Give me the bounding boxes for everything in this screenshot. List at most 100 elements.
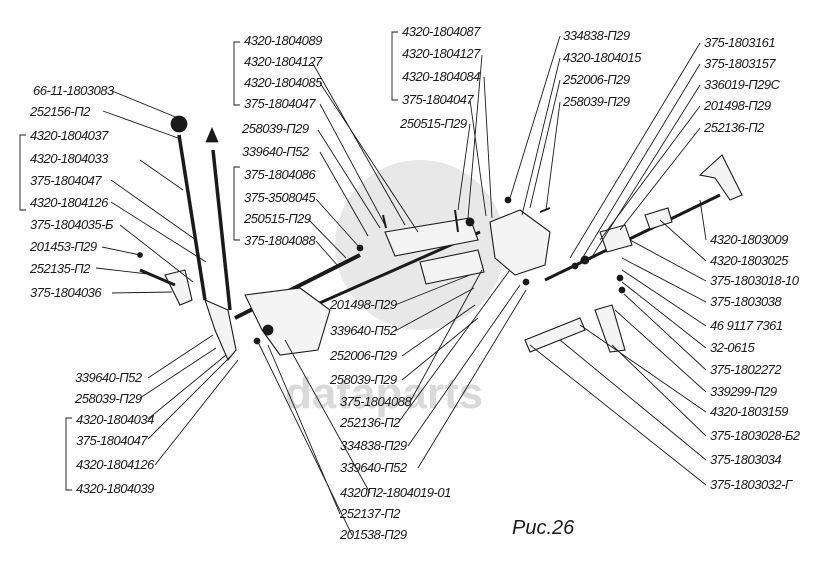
leader-l52	[699, 199, 707, 241]
leader-l09	[95, 267, 149, 275]
ring-2	[571, 262, 579, 270]
label-l10: 375-1804036	[30, 285, 102, 300]
label-l31: 250515-П29	[399, 116, 467, 131]
label-l57: 32-0615	[710, 340, 755, 355]
leader-l07	[119, 224, 194, 283]
label-l27: 4320-1804087	[402, 24, 481, 39]
label-l08: 201453-П29	[29, 239, 97, 254]
leader-l26	[315, 240, 339, 267]
leader-l24	[315, 198, 361, 249]
label-l35: 258039-П29	[562, 94, 630, 109]
label-l53: 4320-1803025	[710, 253, 789, 268]
label-l56: 46 9117 7361	[710, 318, 783, 333]
label-l61: 375-1803028-Б2	[710, 428, 801, 443]
bracket-bushing	[262, 324, 274, 336]
leader-l51	[619, 127, 701, 231]
lower-rod	[524, 317, 586, 353]
leader-l31	[457, 123, 471, 211]
label-l26: 375-1804088	[244, 233, 316, 248]
parts	[137, 115, 743, 362]
label-l24: 375-3508045	[244, 190, 316, 205]
pin-upper	[382, 214, 387, 229]
label-l32: 334838-П29	[563, 28, 630, 43]
shift-rod-4-body	[419, 249, 485, 285]
label-l62: 375-1803034	[710, 452, 781, 467]
ball	[618, 286, 626, 294]
leader-l04	[139, 159, 184, 191]
label-l42: 334838-П29	[340, 438, 407, 453]
label-l30: 375-1804047	[402, 92, 474, 107]
label-l19: 4320-1804085	[244, 75, 323, 90]
label-l38: 252006-П29	[329, 348, 397, 363]
leader-l06	[110, 201, 207, 263]
label-l47: 375-1803161	[704, 35, 775, 50]
housing-bolt	[465, 217, 475, 227]
lever-rod-left	[177, 134, 207, 301]
label-l43: 339640-П52	[340, 460, 408, 475]
label-l03: 4320-1804037	[30, 128, 109, 143]
label-l49: 336019-П29С	[704, 77, 781, 92]
pin-upper-2	[454, 209, 459, 233]
bracket-mid-left-2	[233, 166, 240, 241]
leader-l59	[614, 309, 707, 393]
label-l36: 201498-П29	[329, 297, 397, 312]
leader-l56	[621, 269, 707, 327]
leader-l14	[147, 354, 233, 440]
leader-l48	[579, 63, 701, 263]
label-l34: 252006-П29	[562, 72, 630, 87]
label-l07: 375-1804035-Б	[30, 217, 114, 232]
leader-l50	[599, 105, 701, 241]
leader-l43	[417, 289, 527, 469]
lever-bracket	[164, 269, 193, 306]
label-l22: 339640-П52	[242, 144, 310, 159]
label-l63: 375-1803032-Г	[710, 477, 793, 492]
shaft-collar	[599, 224, 633, 253]
upper-housing	[489, 209, 551, 276]
leader-l40	[409, 269, 483, 403]
leader-lines	[19, 31, 707, 536]
label-l02: 252156-П2	[29, 104, 91, 119]
leader-l62	[559, 339, 707, 461]
label-l25: 250515-П29	[243, 211, 311, 226]
leader-l41	[397, 269, 511, 424]
shift-rod-3-body	[384, 217, 479, 257]
leader-l30	[469, 99, 487, 217]
leader-l47	[569, 42, 701, 259]
leader-l19	[319, 82, 419, 233]
leader-l10	[111, 291, 173, 294]
leader-l25	[307, 218, 347, 259]
leader-l53	[659, 219, 707, 262]
label-l29: 4320-1804084	[402, 69, 480, 84]
label-l20: 375-1804047	[244, 96, 316, 111]
label-l60: 4320-1803159	[710, 404, 788, 419]
leader-l20	[319, 103, 386, 226]
leader-l15	[154, 359, 239, 466]
label-l46: 201538-П29	[339, 527, 407, 542]
leader-l39	[401, 317, 479, 381]
label-l05: 375-1804047	[30, 173, 102, 188]
leader-l49	[589, 84, 701, 261]
label-l15: 4320-1804126	[76, 457, 155, 472]
leader-l32	[509, 35, 561, 199]
label-l40: 375-1804088	[340, 394, 412, 409]
bracket-bolt	[253, 337, 261, 345]
leader-l35	[545, 101, 561, 211]
label-l11: 339640-П52	[75, 370, 143, 385]
label-l58: 375-1802272	[710, 362, 782, 377]
pin-left	[139, 268, 176, 287]
leader-l58	[623, 293, 707, 371]
label-l09: 252135-П2	[29, 261, 91, 276]
leader-l37	[394, 287, 475, 332]
label-l52: 4320-1803009	[710, 232, 788, 247]
label-l14: 375-1804047	[76, 433, 148, 448]
label-l06: 4320-1804126	[30, 195, 109, 210]
label-l51: 252136-П2	[703, 120, 765, 135]
label-l23: 375-1804086	[244, 167, 316, 182]
leader-l54	[629, 239, 707, 282]
leader-l44	[284, 339, 371, 494]
leader-l29	[483, 76, 493, 219]
label-l01: 66-11-1803083	[33, 83, 115, 98]
leader-l02	[102, 110, 179, 139]
label-l04: 4320-1804033	[30, 151, 109, 166]
